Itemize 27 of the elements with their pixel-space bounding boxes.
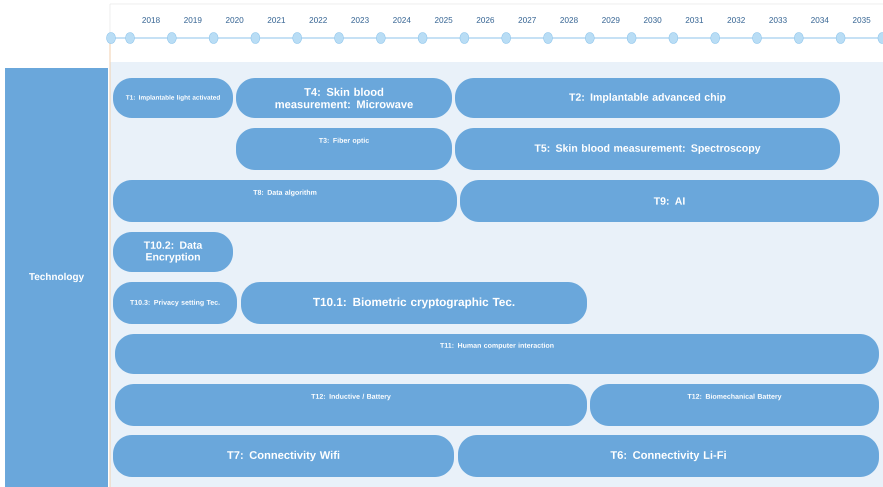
- year-label: 2034: [811, 17, 829, 23]
- year-label: 2022: [310, 17, 327, 23]
- year-label: 2027: [518, 17, 536, 23]
- year-label: 2031: [686, 17, 704, 23]
- timeline-bar: T10.2: Data Encryption: [113, 232, 233, 272]
- timeline-bar: T9: AI: [460, 180, 879, 222]
- year-label: 2028: [560, 17, 578, 23]
- timeline-bar: T5: Skin blood measurement: Spectroscopy: [455, 128, 840, 170]
- year-label: 2020: [226, 17, 244, 23]
- year-label: 2032: [727, 17, 745, 23]
- year-label: 2025: [434, 17, 452, 23]
- timeline-bar: T7: Connectivity Wifi: [113, 434, 454, 477]
- timeline-bar: T10.1: Biometric cryptographic Tec.: [241, 282, 587, 324]
- year-label: 2035: [852, 17, 870, 23]
- timeline-bar: T2: Implantable advanced chip: [455, 78, 840, 118]
- year-label: 2024: [393, 17, 411, 23]
- timeline-bar: T4: Skin blood measurement: Microwave: [236, 78, 452, 118]
- year-label: 2023: [351, 17, 369, 23]
- year-label: 2019: [184, 17, 202, 23]
- year-label: 2026: [476, 17, 494, 23]
- row-header: Technology: [5, 68, 108, 487]
- year-label: 2030: [644, 17, 662, 23]
- year-label: 2018: [142, 17, 160, 23]
- year-label: 2029: [602, 17, 620, 23]
- year-label: 2021: [268, 17, 286, 23]
- year-label: 2033: [769, 17, 787, 23]
- timeline-bar: T6: Connectivity Li-Fi: [458, 434, 879, 477]
